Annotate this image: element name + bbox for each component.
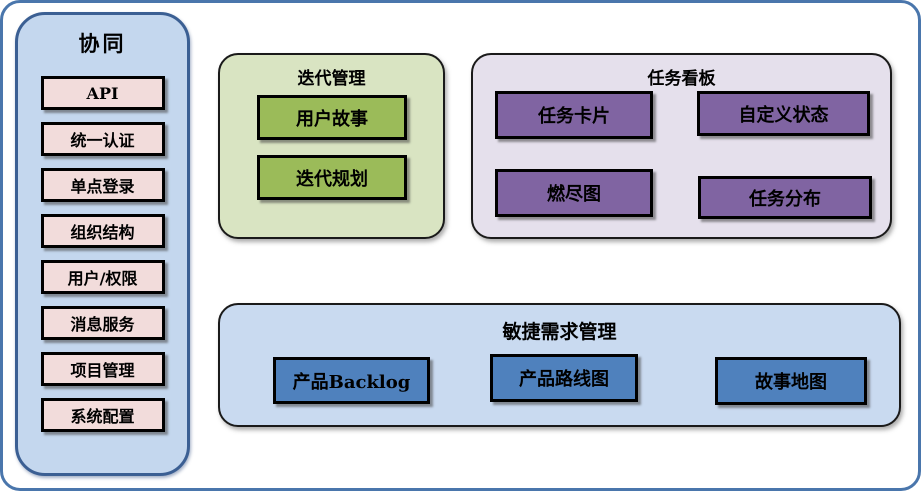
feature-iteration-planning: 迭代规划 (257, 155, 407, 200)
panel-agile-requirements-title: 敏捷需求管理 (502, 322, 617, 343)
sidebar-title: 协同 (78, 33, 127, 56)
panel-agile-requirements: 敏捷需求管理 产品Backlog 产品路线图 故事地图 (218, 303, 901, 427)
panel-task-board: 任务看板 任务卡片 自定义状态 燃尽图 任务分布 (471, 53, 892, 239)
sidebar-item-message-service: 消息服务 (40, 306, 165, 340)
feature-custom-status: 自定义状态 (697, 91, 870, 136)
feature-user-story: 用户故事 (257, 95, 407, 140)
sidebar-item-org-structure: 组织结构 (40, 214, 165, 248)
feature-task-card: 任务卡片 (495, 91, 653, 139)
sidebar-item-single-sign-on: 单点登录 (40, 168, 165, 202)
panel-iteration-title: 迭代管理 (297, 69, 366, 88)
feature-product-backlog: 产品Backlog (273, 357, 430, 404)
feature-product-roadmap: 产品路线图 (490, 354, 638, 402)
sidebar-item-list: API 统一认证 单点登录 组织结构 用户/权限 消息服务 项目管理 系统配置 (18, 76, 187, 432)
feature-burndown-chart: 燃尽图 (495, 169, 653, 217)
feature-task-distribution: 任务分布 (698, 176, 872, 219)
sidebar-item-project-management: 项目管理 (40, 352, 165, 386)
panel-task-board-title: 任务看板 (647, 69, 716, 88)
sidebar-item-user-permissions: 用户/权限 (40, 260, 165, 294)
sidebar-item-unified-auth: 统一认证 (40, 122, 165, 156)
sidebar-collaboration: 协同 API 统一认证 单点登录 组织结构 用户/权限 消息服务 项目管理 系统… (15, 12, 190, 476)
sidebar-item-api: API (40, 76, 165, 110)
panel-iteration-management: 迭代管理 用户故事 迭代规划 (218, 53, 445, 239)
feature-story-map: 故事地图 (715, 357, 867, 405)
sidebar-item-system-config: 系统配置 (40, 398, 165, 432)
